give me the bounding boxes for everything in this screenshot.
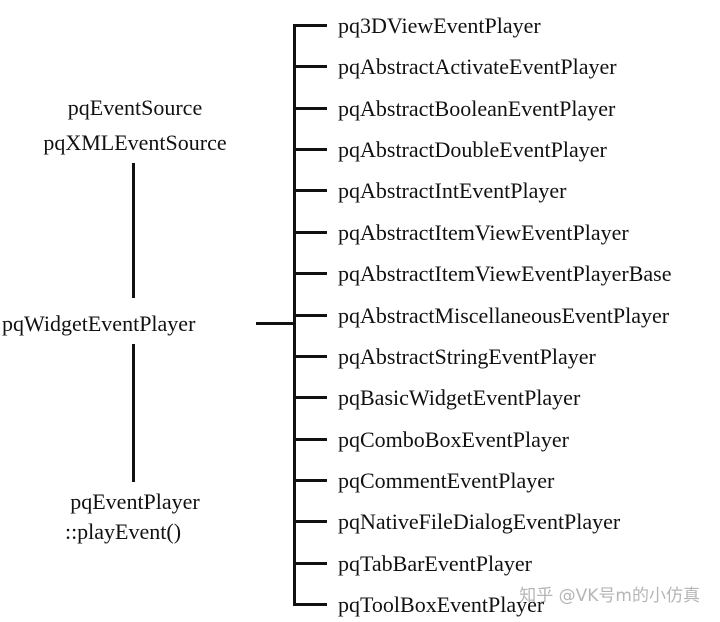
player-class-label: pqAbstractActivateEventPlayer bbox=[338, 54, 617, 79]
lower-vertical-connector bbox=[132, 344, 135, 482]
player-class-label: pqAbstractDoubleEventPlayer bbox=[338, 137, 607, 162]
player-class-label: pqAbstractBooleanEventPlayer bbox=[338, 96, 616, 121]
bracket-tick bbox=[293, 272, 327, 275]
player-class-label: pqAbstractStringEventPlayer bbox=[338, 344, 596, 369]
bracket-tick bbox=[293, 24, 327, 27]
bracket-tick bbox=[293, 65, 327, 68]
player-class-label: pqAbstractMiscellaneousEventPlayer bbox=[338, 303, 670, 328]
player-class-label: pqTabBarEventPlayer bbox=[338, 551, 532, 576]
player-class-label: pqComboBoxEventPlayer bbox=[338, 427, 569, 452]
player-class-label: pqAbstractItemViewEventPlayerBase bbox=[338, 261, 672, 286]
player-class-label: pqBasicWidgetEventPlayer bbox=[338, 385, 581, 410]
event-player-line1: pqEventPlayer bbox=[70, 489, 200, 514]
watermark-text: 知乎 @VK号m的小仿真 bbox=[519, 586, 700, 606]
bracket-tick bbox=[293, 438, 327, 441]
bracket-tick bbox=[293, 148, 327, 151]
player-class-label: pqCommentEventPlayer bbox=[338, 468, 555, 493]
bracket-tick bbox=[293, 107, 327, 110]
bracket-tick bbox=[293, 355, 327, 358]
player-class-label: pqAbstractIntEventPlayer bbox=[338, 178, 567, 203]
bracket-tick bbox=[293, 231, 327, 234]
bracket-tick bbox=[293, 189, 327, 192]
player-class-label: pq3DViewEventPlayer bbox=[338, 13, 541, 38]
event-source-line2: pqXMLEventSource bbox=[43, 130, 227, 155]
bracket-tick bbox=[293, 396, 327, 399]
bracket-tick bbox=[293, 562, 327, 565]
widget-event-player-label: pqWidgetEventPlayer bbox=[2, 311, 196, 336]
player-class-label: pqNativeFileDialogEventPlayer bbox=[338, 509, 621, 534]
player-class-label: pqToolBoxEventPlayer bbox=[338, 592, 545, 617]
event-player-line2: ::playEvent() bbox=[64, 519, 182, 544]
event-source-label: pqEventSource pqXMLEventSource bbox=[20, 95, 250, 156]
event-source-line1: pqEventSource bbox=[67, 95, 203, 120]
bracket-tick bbox=[293, 314, 327, 317]
main-horizontal-connector bbox=[256, 322, 295, 325]
bracket-tick bbox=[293, 603, 327, 606]
upper-vertical-connector bbox=[132, 163, 135, 298]
event-player-label: pqEventPlayer ::playEvent() bbox=[20, 489, 250, 545]
bracket-tick bbox=[293, 479, 327, 482]
bracket-tick bbox=[293, 520, 327, 523]
player-class-label: pqAbstractItemViewEventPlayer bbox=[338, 220, 629, 245]
